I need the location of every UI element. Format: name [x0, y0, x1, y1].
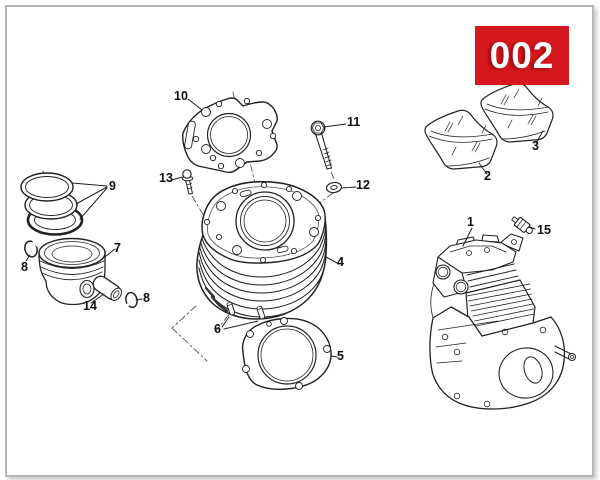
- heat-shield-left-drawing: [424, 109, 498, 170]
- callout-1: 1: [467, 215, 474, 229]
- circlip-right-drawing: [123, 291, 138, 310]
- callout-9: 9: [109, 179, 116, 193]
- washer-drawing: [325, 181, 343, 194]
- callout-2: 2: [484, 169, 491, 183]
- callout-14: 14: [83, 299, 97, 313]
- callout-8-right: 8: [143, 291, 150, 305]
- callout-12: 12: [356, 178, 370, 192]
- long-bolt-drawing: [310, 120, 333, 170]
- callout-13: 13: [159, 171, 173, 185]
- circlip-left-drawing: [24, 240, 39, 258]
- callout-4: 4: [337, 255, 344, 269]
- callout-3: 3: [532, 139, 539, 153]
- callout-15: 15: [537, 223, 551, 237]
- engine-assembly-drawing: [429, 233, 576, 410]
- callout-6: 6: [214, 322, 221, 336]
- callout-8-left: 8: [21, 260, 28, 274]
- callout-10: 10: [174, 89, 188, 103]
- leader-lines: [25, 98, 544, 358]
- cylinder-drawing: [196, 181, 328, 320]
- spark-plug-drawing: [511, 216, 533, 235]
- callout-7: 7: [114, 241, 121, 255]
- dowel-pins-drawing: [226, 301, 266, 320]
- base-gasket-drawing: [241, 317, 332, 390]
- piston-drawing: [38, 237, 106, 306]
- head-gasket-drawing: [182, 97, 278, 174]
- section-number-badge: 002: [475, 26, 569, 85]
- piston-rings-drawing: [20, 172, 84, 236]
- small-bolt-drawing: [181, 169, 194, 195]
- callout-11: 11: [347, 115, 361, 129]
- callout-5: 5: [337, 349, 344, 363]
- piston-pin-drawing: [92, 275, 123, 301]
